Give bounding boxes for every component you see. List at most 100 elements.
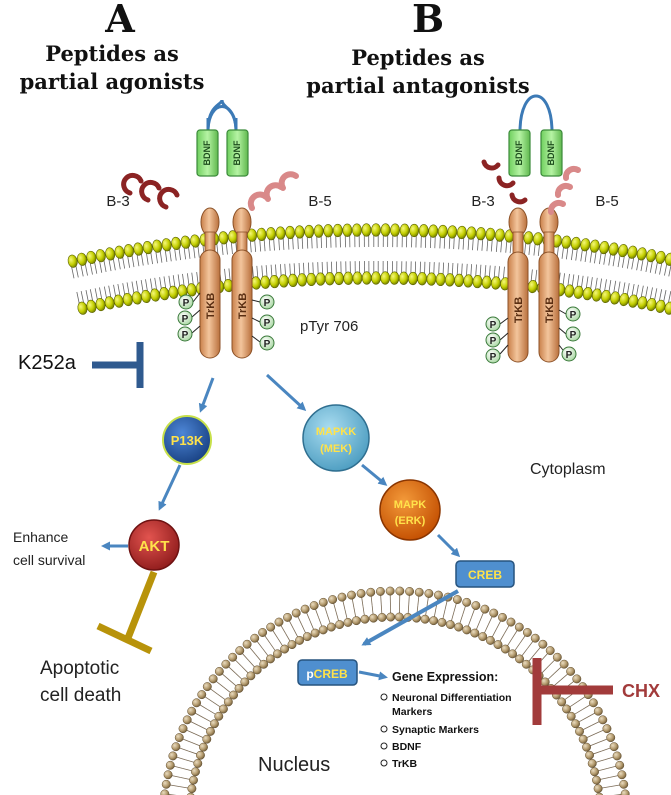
lipid-head xyxy=(152,239,163,253)
nuclear-lipid-head xyxy=(266,622,276,632)
cytoplasm-label: Cytoplasm xyxy=(530,461,606,478)
svg-text:P: P xyxy=(182,314,189,325)
nuclear-lipid-head xyxy=(424,589,434,598)
nuclear-lipid-head xyxy=(595,792,604,795)
nuclear-lipid-head xyxy=(582,742,591,752)
phospho-p: P xyxy=(485,332,501,348)
lipid-head xyxy=(315,272,326,286)
nuclear-lipid-head xyxy=(174,733,184,743)
nuclear-lipid-head xyxy=(598,715,608,725)
lipid-head xyxy=(86,250,97,264)
lipid-head xyxy=(527,279,538,294)
nuclear-lipid-head xyxy=(287,640,297,650)
lipid-head xyxy=(306,272,317,287)
nuclear-lipid-head xyxy=(521,659,531,669)
lipid-head xyxy=(561,235,572,249)
phospho-p: P xyxy=(177,310,193,326)
svg-text:P: P xyxy=(264,298,271,309)
lipid-head xyxy=(323,224,334,238)
nuclear-lipid-head xyxy=(485,635,495,645)
nuclear-lipid-head xyxy=(165,760,175,770)
lipid-head xyxy=(104,296,115,310)
bdnf-a-right: BDNF xyxy=(226,129,249,177)
svg-text:P: P xyxy=(490,336,497,347)
panel-b-title-line1: Peptides as xyxy=(351,45,485,70)
panel-a-title-line2: partial agonists xyxy=(20,69,205,94)
lipid-head xyxy=(428,224,439,238)
panel-a-title-line1: Peptides as xyxy=(45,41,179,66)
lipid-head xyxy=(573,285,584,299)
bdnf-label: BDNF xyxy=(514,140,524,165)
nuclear-lipid-head xyxy=(250,633,260,643)
lipid-head xyxy=(409,223,420,238)
svg-text:P: P xyxy=(570,330,577,341)
lipid-head xyxy=(389,271,400,285)
nuclear-lipid-head xyxy=(557,697,567,707)
nuclear-lipid-head xyxy=(229,690,239,700)
lipid-head xyxy=(619,292,630,307)
gene-item-1-line1: Neuronal Differentiation xyxy=(392,692,512,704)
chx-label: CHX xyxy=(622,681,660,701)
trkb-a-left: TrKB xyxy=(199,207,221,359)
lipid-head xyxy=(171,236,182,251)
nuclear-lipid-head xyxy=(462,625,472,635)
lipid-head xyxy=(523,231,534,245)
lipid-head xyxy=(371,223,381,237)
lipid-head xyxy=(533,232,543,246)
k252a-inhibition-bar xyxy=(92,342,144,388)
nuclear-lipid-head xyxy=(514,622,524,632)
lipid-head xyxy=(495,228,505,242)
lipid-head xyxy=(655,299,666,313)
lipid-head xyxy=(390,223,400,237)
nuclear-lipid-head xyxy=(163,770,173,780)
creb-label: CREB xyxy=(468,568,502,582)
lipid-head xyxy=(95,249,106,263)
lipid-head xyxy=(408,271,418,286)
lipid-head xyxy=(247,228,257,242)
nuclear-lipid-head xyxy=(571,719,580,729)
lipid-head xyxy=(361,271,372,285)
lipid-head xyxy=(168,285,179,299)
lipid-head xyxy=(352,271,363,285)
lipid-head xyxy=(646,298,657,312)
lipid-head xyxy=(454,273,465,287)
nuclear-lipid-head xyxy=(592,775,601,785)
lipid-head xyxy=(472,274,483,289)
nuclear-lipid-head xyxy=(274,617,284,627)
lipid-head xyxy=(105,247,116,261)
chx-inhibition-bar xyxy=(532,658,613,725)
lipid-head xyxy=(342,223,353,237)
gene-expression-title: Gene Expression: xyxy=(392,670,498,684)
nuclear-lipid-head xyxy=(193,759,203,768)
nuclear-lipid-head xyxy=(612,751,622,761)
lipid-head xyxy=(190,234,201,248)
lipid-head xyxy=(618,244,628,258)
lipid-head xyxy=(398,271,409,285)
nuclear-lipid-head xyxy=(566,711,576,721)
nuclear-lipid-head xyxy=(234,683,244,693)
akt-node: AKT xyxy=(128,519,180,571)
nuclear-lipid-head xyxy=(414,587,424,597)
nuclear-lipid-head xyxy=(434,590,443,600)
peptide-label-a-b3: B-3 xyxy=(106,193,129,210)
lipid-head xyxy=(655,250,666,264)
lipid-head xyxy=(580,238,591,252)
k252a-label: K252a xyxy=(18,352,77,374)
bdnf-label: BDNF xyxy=(232,140,242,165)
nuclear-lipid-head xyxy=(471,601,481,611)
nuclear-lipid-head xyxy=(375,587,385,596)
nuclear-lipid-head xyxy=(366,587,376,597)
nuclear-lipid-head xyxy=(196,750,205,760)
nuclear-lipid-head xyxy=(218,704,228,714)
mapkk-label-line1: MAPKK xyxy=(316,426,356,438)
nuclear-lipid-head xyxy=(335,620,345,630)
lipid-head xyxy=(266,227,276,241)
nuclear-lipid-head xyxy=(300,604,310,614)
gene-item-4: TrKB xyxy=(392,758,418,770)
peptides-a-b3 xyxy=(121,172,180,210)
lipid-head xyxy=(627,245,638,259)
lipid-head xyxy=(294,225,305,239)
phospho-p: P xyxy=(259,294,275,310)
nuclear-lipid-head xyxy=(318,597,328,607)
